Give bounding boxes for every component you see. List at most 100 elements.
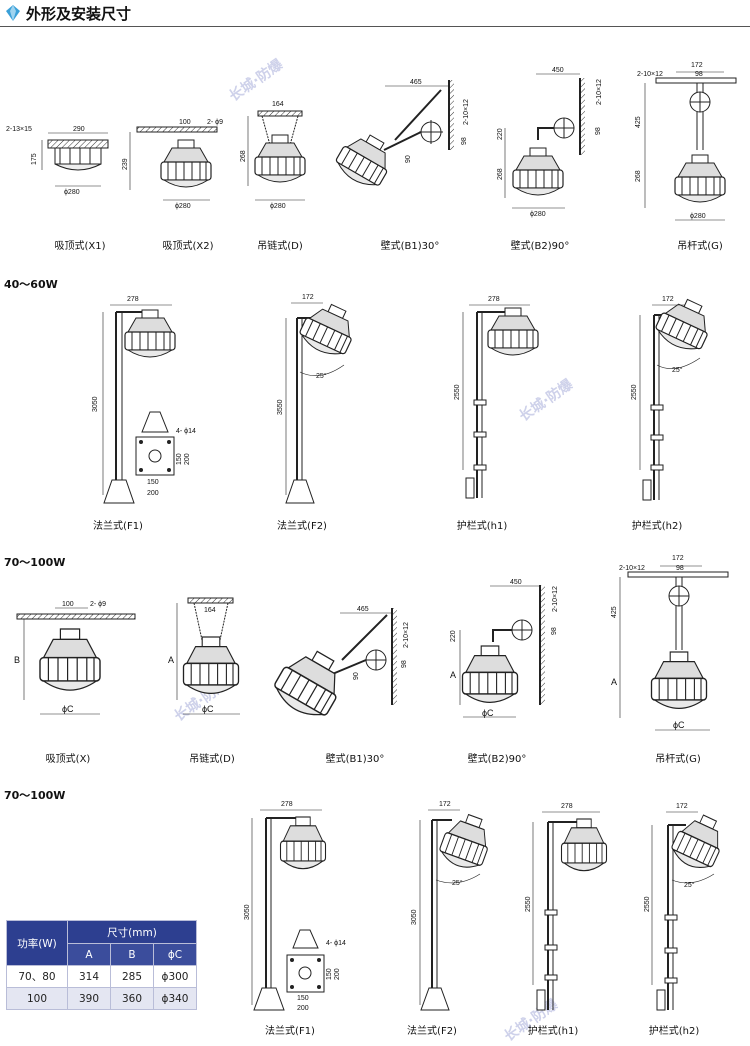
- drawing-x: [16, 607, 136, 715]
- drawing-h1: [462, 304, 539, 499]
- dim-text: 465: [357, 606, 369, 613]
- dim-text: 2550: [525, 896, 532, 912]
- table-cell: 100: [6, 987, 68, 1010]
- table-cell: 390: [67, 987, 111, 1010]
- table-cell: ϕ340: [153, 987, 197, 1010]
- section-70-100w-a: 70～100W: [4, 556, 66, 569]
- caption-d: 吊链式(D): [257, 241, 303, 252]
- dim-text: 25°: [672, 366, 683, 374]
- dim-text: 98: [595, 127, 602, 135]
- drawing-b1b: [268, 608, 397, 725]
- dim-text: 98: [461, 137, 468, 145]
- dim-text: 2- ϕ9: [207, 119, 223, 126]
- dim-text: 172: [672, 555, 684, 562]
- drawing-h1b: [532, 811, 608, 1011]
- dim-text: 425: [635, 116, 642, 128]
- dim-text: 3050: [411, 909, 418, 925]
- dim-text: 2550: [454, 384, 461, 400]
- caption-f2b: 法兰式(F2): [407, 1026, 457, 1037]
- dim-text: 278: [281, 801, 293, 808]
- dim-text: 278: [488, 296, 500, 303]
- table-cell: 285: [110, 965, 154, 988]
- table-header-b: B: [110, 943, 154, 966]
- table-cell: 360: [110, 987, 154, 1010]
- dim-text: A: [168, 655, 174, 665]
- caption-f2: 法兰式(F2): [277, 521, 327, 532]
- dim-text: 172: [691, 62, 703, 69]
- dim-text: 450: [552, 67, 564, 74]
- dim-text: 164: [272, 101, 284, 108]
- dim-text: 4- ϕ14: [326, 940, 346, 947]
- dim-text: 268: [497, 168, 504, 180]
- caption-b1b: 壁式(B1)30°: [325, 754, 385, 765]
- dim-text: ϕ280: [690, 213, 706, 220]
- dim-text: 172: [676, 803, 688, 810]
- page-header: 外形及安装尺寸: [0, 0, 750, 27]
- dim-text: 3050: [92, 396, 99, 412]
- caption-f1b: 法兰式(F1): [265, 1026, 315, 1037]
- caption-x: 吸顶式(X): [45, 754, 91, 765]
- table-row: 70、80 314 285 ϕ300: [6, 965, 197, 988]
- drawing-d2: [176, 597, 240, 715]
- caption-h2b: 护栏式(h2): [648, 1026, 700, 1037]
- dim-text: 2-10×12: [463, 99, 470, 125]
- dim-text: 200: [147, 490, 159, 497]
- dim-text: 425: [611, 606, 618, 618]
- caption-b1: 壁式(B1)30°: [380, 241, 440, 252]
- dim-text: 2-10×12: [596, 79, 603, 105]
- table-cell: 70、80: [6, 965, 68, 988]
- dim-text: 98: [676, 565, 684, 572]
- page-title: 外形及安装尺寸: [26, 5, 132, 23]
- dim-text: 98: [695, 71, 703, 78]
- dim-text: 164: [204, 607, 216, 614]
- dim-text: ϕC: [202, 704, 214, 714]
- dim-text: ϕ280: [64, 189, 80, 196]
- caption-b2b: 壁式(B2)90°: [467, 754, 527, 765]
- dim-text: 239: [122, 158, 129, 170]
- caption-h1b: 护栏式(h1): [527, 1026, 579, 1037]
- caption-b2: 壁式(B2)90°: [510, 241, 570, 252]
- dim-text: 2550: [644, 896, 651, 912]
- drawing-b2: [504, 73, 585, 209]
- drawing-g2: [619, 565, 729, 731]
- table-cell: ϕ300: [153, 965, 197, 988]
- drawing-f1: [102, 304, 176, 504]
- dim-text: 150: [326, 968, 333, 980]
- caption-g: 吊杆式(G): [677, 241, 723, 252]
- dim-text: 172: [439, 801, 451, 808]
- table-row: 100 390 360 ϕ340: [6, 987, 197, 1010]
- section-70-100w-b: 70～100W: [4, 789, 66, 802]
- dim-text: 450: [510, 579, 522, 586]
- diamond-icon: [6, 5, 20, 21]
- drawing-b1: [331, 80, 454, 193]
- dim-text: 25°: [684, 881, 695, 889]
- dim-text: 98: [401, 660, 408, 668]
- caption-g2: 吊杆式(G): [655, 754, 701, 765]
- dim-text: 172: [662, 296, 674, 303]
- drawing-x1: [41, 132, 109, 187]
- drawing-x2: [129, 126, 218, 201]
- caption-d2: 吊链式(D): [189, 754, 235, 765]
- drawing-f2: [285, 296, 362, 504]
- drawing-g: [644, 71, 737, 221]
- dim-text: 2-10×12: [619, 565, 645, 572]
- dim-text: ϕC: [62, 704, 74, 714]
- table-cell: 314: [67, 965, 111, 988]
- dim-text: ϕC: [673, 720, 685, 730]
- dim-text: B: [14, 655, 20, 665]
- dim-text: 100: [179, 119, 191, 126]
- dim-text: 90: [405, 155, 412, 163]
- caption-h1: 护栏式(h1): [456, 521, 508, 532]
- dim-text: 150: [176, 453, 183, 465]
- dim-text: 2-10×12: [552, 586, 559, 612]
- dim-text: 175: [31, 153, 38, 165]
- dim-text: 3550: [277, 399, 284, 415]
- drawing-d: [247, 110, 306, 201]
- dim-text: 2-13×15: [6, 126, 32, 133]
- dim-text: 200: [334, 968, 341, 980]
- dim-text: 200: [184, 453, 191, 465]
- dim-text: 268: [635, 170, 642, 182]
- dim-text: 220: [450, 630, 457, 642]
- dim-text: 2550: [631, 384, 638, 400]
